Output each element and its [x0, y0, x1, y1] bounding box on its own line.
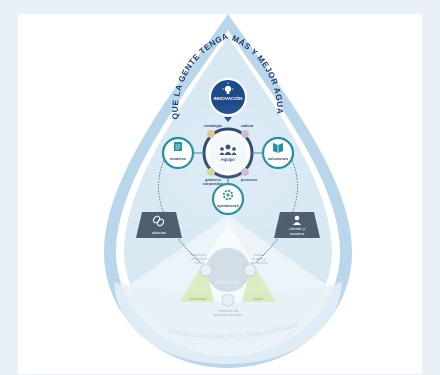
- impacts-bottom-line2: desarrollo del sector: [214, 313, 244, 317]
- impacts-left-line1: Protección: [191, 253, 206, 257]
- impacts-texts: IMPACTOS Protección del recurso hídrico …: [190, 253, 269, 317]
- lightbulb-icon: [222, 82, 234, 94]
- impacts-label: IMPACTOS: [217, 280, 239, 285]
- link-icon: [152, 215, 165, 227]
- clientes-label-line2: usuarios: [290, 231, 305, 236]
- impacts-right-line1: Acceso: [254, 253, 265, 257]
- impacts-seg-right-label: Social: [253, 297, 263, 301]
- user-icon: [293, 215, 301, 225]
- alianzas-label: alianzas: [152, 230, 166, 235]
- impacts-right-mini: [243, 263, 257, 277]
- innovacion-label: INNOVACIÓN: [213, 94, 243, 101]
- impacts-left-mini: [199, 263, 213, 277]
- lower-light-band: [114, 282, 342, 364]
- clientes-label-line1: clientes y: [289, 226, 305, 231]
- soft-highlight: [148, 105, 308, 245]
- impacts-right-line2: al agua y: [253, 257, 266, 261]
- impacts-left-line2: del recurso: [191, 257, 207, 261]
- impacts-center-circle: [206, 248, 250, 292]
- impacts-right-line3: saneamiento: [250, 261, 268, 265]
- impacts-bottom-line1: Promoción del: [218, 309, 239, 313]
- impacts-left-line3: hídrico: [194, 261, 204, 265]
- impacts-seg-left-label: Ambiental: [190, 297, 206, 301]
- impacts-bottom-mini: [221, 293, 235, 307]
